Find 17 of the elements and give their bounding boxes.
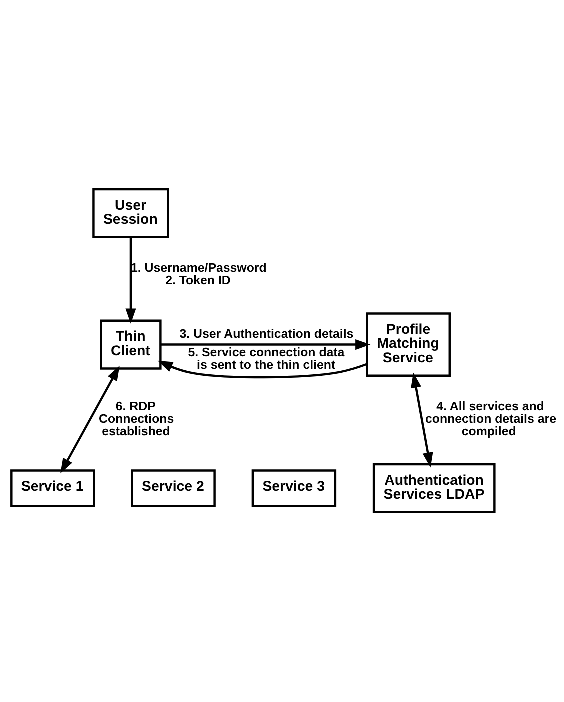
arrow: [158, 360, 368, 379]
arrow: [60, 366, 120, 474]
arrow: [126, 238, 136, 324]
arrow: [160, 340, 371, 350]
node-box: Profile Matching Service: [366, 312, 451, 377]
edge-label: 3. User Authentication details: [180, 326, 354, 341]
edge-label: 1. Username/Password 2. Token ID: [130, 261, 267, 288]
node-box: Thin Client: [100, 320, 162, 370]
arrow: [411, 372, 434, 468]
node-box: Service 2: [131, 470, 216, 508]
node-box: Service 1: [10, 470, 96, 508]
node-box: Service 3: [252, 470, 337, 508]
edge-label: 6. RDP Connections established: [99, 400, 174, 438]
node-box: Authentication Services LDAP: [372, 463, 496, 514]
edge-label: 5. Service connection data is sent to the thin client: [188, 346, 345, 372]
node-box: User Session: [92, 188, 170, 239]
edge-label: 4. All services and connection details are compiled: [425, 400, 556, 438]
